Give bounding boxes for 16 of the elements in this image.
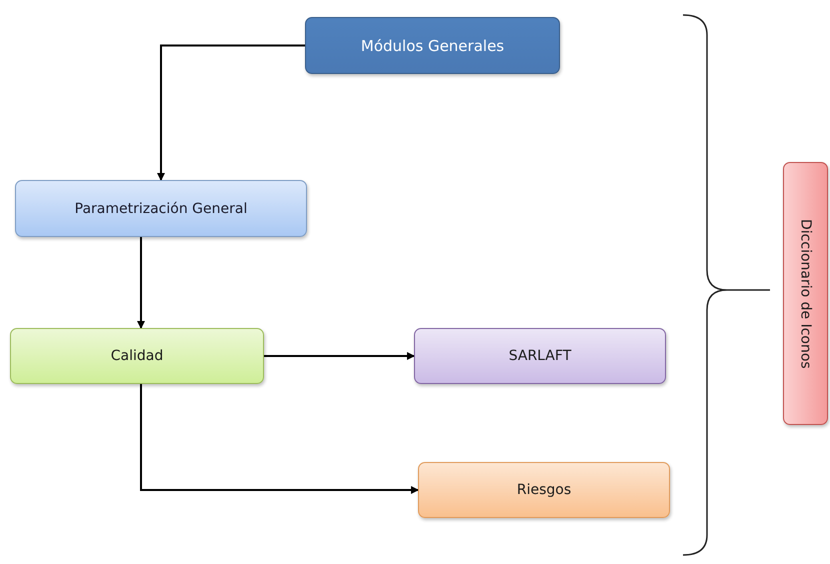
process-box [783,162,828,425]
box-label: Parametrización General [74,200,248,216]
box-label: Módulos Generales [360,36,504,54]
process-box [414,328,666,384]
process-box [418,462,670,518]
box-label: Riesgos [516,482,572,498]
box-label: SARLAFT [508,348,572,364]
process-box [15,180,307,237]
box-label: Diccionario de Iconos [798,218,814,368]
process-box [305,17,560,74]
arrow [137,237,145,329]
arrow [140,384,419,494]
box-label: Calidad [110,348,164,364]
process-box [10,328,264,384]
arrow [264,352,415,360]
arrow [157,44,305,181]
